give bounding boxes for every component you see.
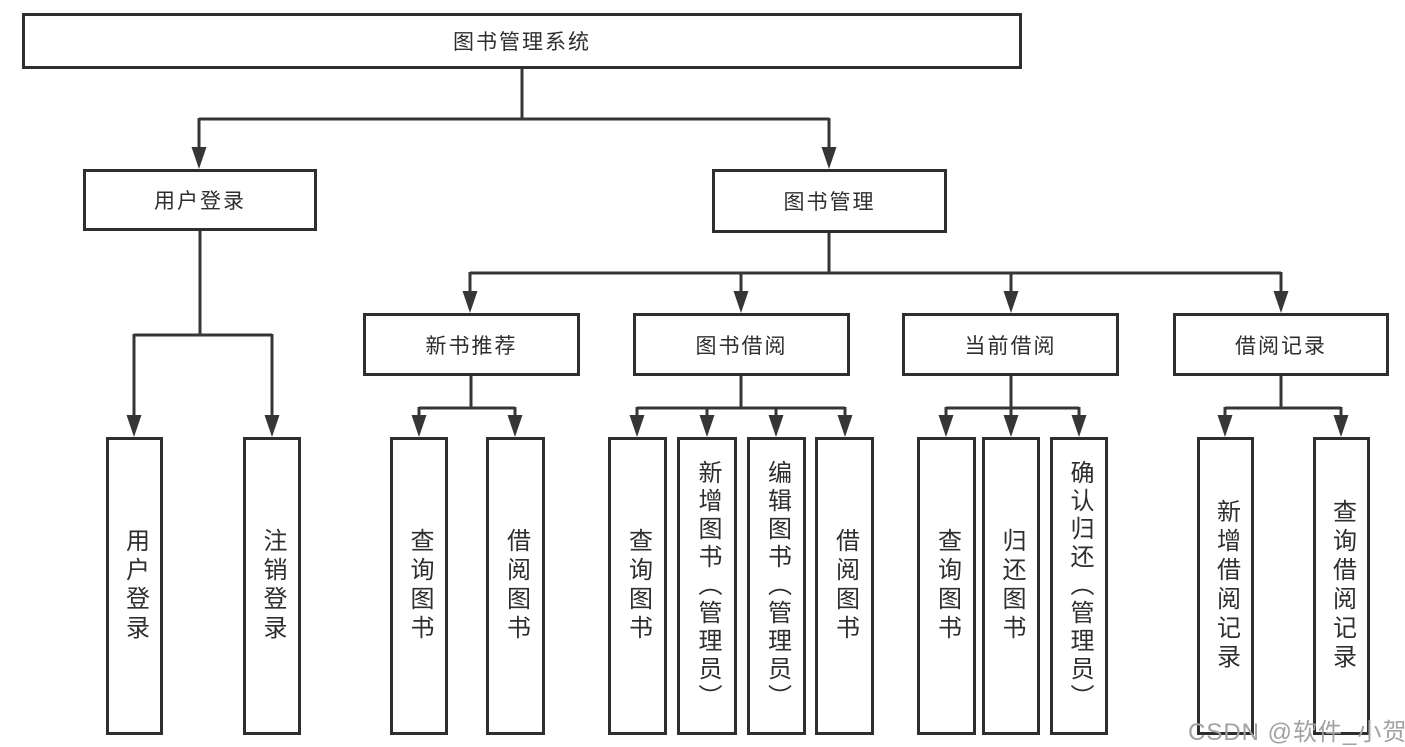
csdn-watermark: CSDN @软件_小贺同学 — [1188, 719, 1405, 746]
node-book-management: 图书管理 — [712, 169, 947, 233]
leaf-query-borrow-record: 查询借阅记录 — [1313, 437, 1370, 735]
node-current-borrowing: 当前借阅 — [902, 313, 1119, 376]
leaf-borrow-books-borrowing: 借阅图书 — [815, 437, 874, 735]
leaf-return-books: 归还图书 — [982, 437, 1040, 735]
leaf-query-books-current: 查询图书 — [917, 437, 976, 735]
node-library-management-system: 图书管理系统 — [22, 13, 1022, 69]
leaf-query-books-recommend: 查询图书 — [390, 437, 448, 735]
leaf-user-login: 用户登录 — [106, 437, 163, 735]
node-user-login: 用户登录 — [83, 169, 317, 231]
leaf-logout: 注销登录 — [243, 437, 301, 735]
leaf-add-books-admin: 新增图书（管理员） — [677, 437, 737, 735]
leaf-edit-books-admin: 编辑图书（管理员） — [747, 437, 806, 735]
arrowhead-group — [126, 147, 1349, 437]
node-borrowing-records: 借阅记录 — [1173, 313, 1389, 376]
leaf-add-borrow-record: 新增借阅记录 — [1197, 437, 1254, 735]
node-new-book-recommendation: 新书推荐 — [363, 313, 580, 376]
leaf-confirm-return-admin: 确认归还（管理员） — [1050, 437, 1108, 735]
node-book-borrowing: 图书借阅 — [633, 313, 850, 376]
leaf-borrow-books-recommend: 借阅图书 — [486, 437, 545, 735]
leaf-query-books-borrowing: 查询图书 — [608, 437, 667, 735]
